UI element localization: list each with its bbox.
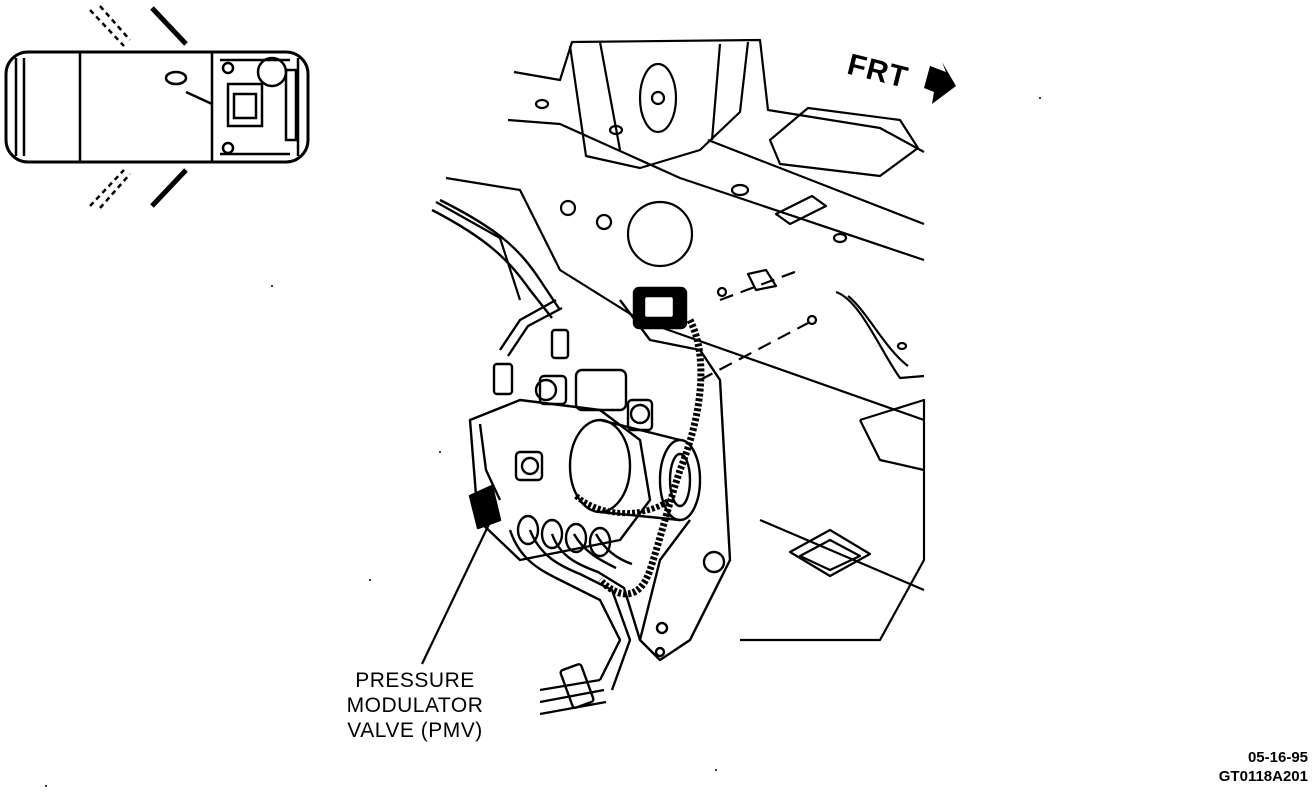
callout-line-1: PRESSURE [355,669,475,692]
callout-line-3: VALVE (PMV) [347,719,483,742]
vehicle-locator-icon [4,5,310,209]
figure-date: 05-16-95 [1247,749,1308,766]
pmv-unit [431,198,732,716]
callout-line-2: MODULATOR [346,694,484,717]
pmv-callout-label: PRESSURE MODULATOR VALVE (PMV) [330,668,500,743]
figure-identifier: 05-16-95 GT0118A201 [1180,748,1308,786]
callout-leader-line [421,521,491,665]
print-specks [45,97,1041,787]
vehicle-structure [435,38,926,642]
figure-code: GT0118A201 [1218,768,1308,785]
front-arrow-icon [924,62,956,104]
